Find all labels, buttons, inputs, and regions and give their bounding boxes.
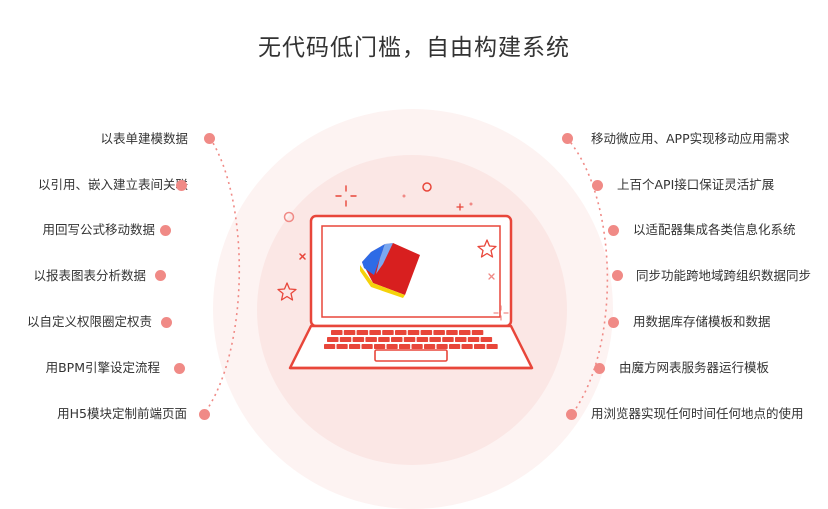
bullet-dot — [608, 225, 619, 236]
feature-right-4: 同步功能跨地域跨组织数据同步 — [636, 268, 812, 283]
cross-icon — [299, 253, 306, 260]
bullet-dot — [155, 270, 166, 281]
keyboard-key — [356, 330, 369, 335]
cross-icon — [488, 273, 495, 280]
sparkle-icon — [335, 185, 357, 207]
feature-right-5: 用数据库存储模板和数据 — [633, 314, 771, 329]
feature-right-7: 用浏览器实现任何时间任何地点的使用 — [591, 406, 804, 421]
star-icon — [477, 239, 497, 258]
keyboard-key — [459, 330, 471, 335]
feature-left-4: 以报表图表分析数据 — [33, 268, 146, 283]
page-title: 无代码低门槛，自由构建系统 — [258, 35, 570, 61]
keyboard-key — [436, 344, 448, 349]
star-icon — [277, 282, 297, 301]
sparkle-icon — [493, 305, 509, 321]
keyboard-key — [429, 337, 441, 342]
circle-icon — [469, 202, 473, 206]
keyboard-key — [471, 330, 484, 335]
keyboard-key — [455, 337, 467, 342]
keyboard-key — [382, 330, 394, 335]
circle-icon — [422, 182, 432, 192]
bullet-dot — [566, 409, 577, 420]
keyboard-key — [403, 337, 416, 342]
cross-icon — [456, 203, 464, 211]
keyboard-key — [420, 330, 433, 335]
feature-left-3: 用回写公式移动数据 — [42, 222, 155, 237]
keyboard-key — [352, 337, 365, 342]
keyboard-key — [433, 330, 445, 335]
keyboard-key — [391, 337, 403, 342]
keyboard-key — [386, 344, 398, 349]
keyboard-key — [339, 337, 352, 342]
feature-left-2: 以引用、嵌入建立表间关联 — [37, 177, 188, 192]
keyboard-key — [336, 344, 348, 349]
keyboard-key — [407, 330, 420, 335]
bullet-dot — [592, 180, 603, 191]
bullet-dot — [160, 225, 171, 236]
bullet-dot — [562, 133, 573, 144]
keyboard-key — [369, 330, 381, 335]
feature-right-3: 以适配器集成各类信息化系统 — [633, 222, 796, 237]
dotted-arcs — [203, 137, 609, 415]
laptop-illustration — [277, 182, 534, 370]
feature-left-6: 用BPM引擎设定流程 — [45, 360, 160, 375]
keyboard-key — [365, 337, 377, 342]
circle-icon — [402, 194, 406, 198]
keyboard-key — [461, 344, 473, 349]
keyboard-key — [449, 344, 461, 349]
keyboard-key — [349, 344, 361, 349]
keyboard-key — [378, 337, 390, 342]
bullet-dot — [176, 180, 187, 191]
keyboard-key — [424, 344, 436, 349]
keyboard-key — [374, 344, 386, 349]
feature-left-1: 以表单建模数据 — [100, 131, 188, 146]
feature-right-1: 移动微应用、APP实现移动应用需求 — [591, 131, 790, 146]
keyboard-key — [446, 330, 458, 335]
keyboard-key — [361, 344, 373, 349]
keyboard-key — [442, 337, 454, 342]
feature-left-5: 以自定义权限圈定权责 — [26, 314, 152, 329]
keyboard-key — [327, 337, 339, 342]
keyboard-key — [480, 337, 493, 342]
bullet-dot — [608, 317, 619, 328]
feature-right-6: 由魔方网表服务器运行模板 — [619, 360, 770, 375]
keyboard-key — [395, 330, 407, 335]
keyboard-key — [486, 344, 498, 349]
feature-left-7: 用H5模块定制前端页面 — [57, 406, 187, 421]
keyboard-key — [324, 344, 336, 349]
bullet-dot — [174, 363, 185, 374]
bullet-dot — [199, 409, 210, 420]
bullet-dot — [612, 270, 623, 281]
keyboard-key — [399, 344, 411, 349]
keyboard-key — [411, 344, 423, 349]
circle-icon — [283, 211, 295, 223]
keyboard-key — [416, 337, 429, 342]
feature-right-2: 上百个API接口保证灵活扩展 — [617, 177, 775, 192]
cube-logo-icon — [360, 243, 420, 298]
bullet-dot — [161, 317, 172, 328]
bullet-dot — [594, 363, 605, 374]
keyboard-key — [331, 330, 343, 335]
laptop-icon — [288, 214, 534, 370]
keyboard-key — [343, 330, 356, 335]
keyboard-key — [474, 344, 486, 349]
keyboard-key — [467, 337, 480, 342]
bullet-dot — [204, 133, 215, 144]
